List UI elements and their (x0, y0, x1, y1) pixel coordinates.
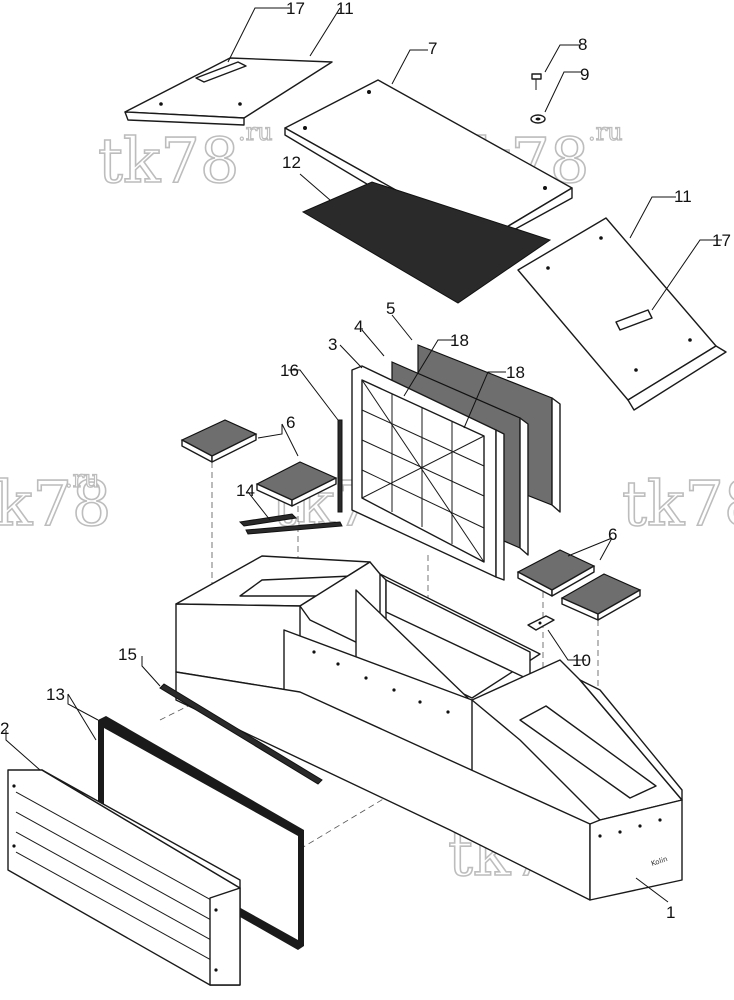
callout-17a: 17 (286, 0, 305, 18)
filter-pad-part-12 (301, 181, 552, 304)
callout-10: 10 (572, 651, 591, 670)
watermark-suffix: .ru (588, 118, 623, 146)
callout-labels: 17 11 7 8 9 12 11 17 5 4 18 3 16 18 6 14… (0, 0, 731, 922)
callout-15: 15 (118, 645, 137, 664)
callout-4: 4 (354, 317, 363, 336)
main-housing-part-1: Kolin (175, 555, 683, 901)
callout-11b: 11 (674, 187, 692, 206)
watermark-main: tk78 (622, 467, 734, 540)
callout-18a: 18 (450, 331, 469, 350)
callout-3: 3 (328, 335, 337, 354)
screw-part-8 (531, 73, 542, 90)
bracket-part-10 (527, 615, 555, 631)
gasket-strips-part-14 (238, 513, 343, 535)
filter-pad-part-6d (560, 573, 642, 621)
filter-pad-part-6c (516, 549, 596, 597)
watermark-main: tk78 (0, 467, 111, 540)
watermark-main: tk78 (98, 124, 239, 197)
callout-1: 1 (666, 903, 675, 922)
filter-pad-part-6b (255, 461, 338, 507)
watermark-suffix: .ru (65, 465, 100, 493)
gasket-strip-part-15 (159, 683, 323, 785)
callout-12: 12 (282, 153, 301, 172)
gasket-frame-part-13 (98, 716, 304, 950)
callout-6a: 6 (286, 413, 295, 432)
end-plate-right-part-11 (517, 217, 727, 411)
washer-part-9 (530, 114, 546, 124)
callout-2: 2 (0, 719, 9, 738)
callout-11a: 11 (336, 0, 354, 18)
leader-lines (5, 7, 722, 903)
callout-6b: 6 (608, 525, 617, 544)
end-plate-left-part-11 (124, 57, 333, 126)
callout-9: 9 (580, 65, 589, 84)
callout-5: 5 (386, 299, 395, 318)
filter-pad-part-6a (180, 419, 258, 463)
callout-8: 8 (578, 35, 587, 54)
callout-7: 7 (428, 39, 437, 58)
callout-13: 13 (46, 685, 65, 704)
louvre-grille-part-2 (7, 769, 241, 986)
callout-16: 16 (280, 361, 299, 380)
callout-14: 14 (236, 481, 255, 500)
gasket-strip-part-16 (337, 419, 343, 513)
callout-17b: 17 (712, 231, 731, 250)
callout-18b: 18 (506, 363, 525, 382)
filter-frame-part-3 (351, 365, 505, 581)
